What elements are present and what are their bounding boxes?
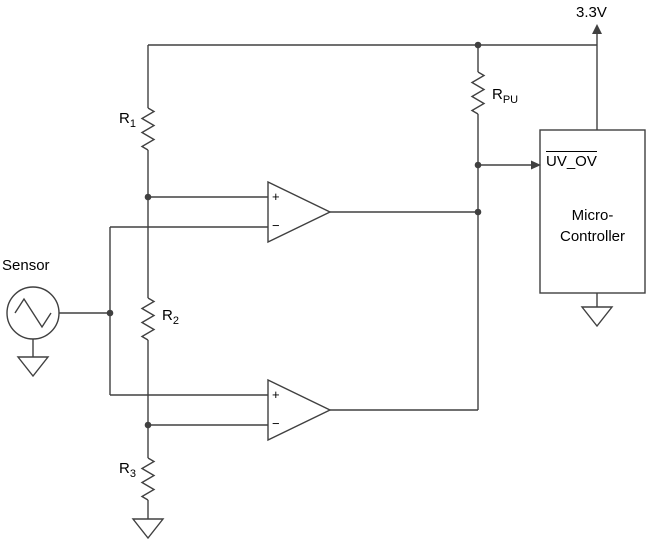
uvov-arrow-icon [531,160,541,170]
microcontroller-label-line2: Controller [559,228,626,245]
microcontroller-label: Micro- Controller [540,205,645,247]
resistor-r3-label: R3 [119,460,136,480]
comparator1-minus-sign: − [272,218,280,233]
ground-symbol-sensor [16,356,50,378]
sensor-label: Sensor [2,257,50,274]
supply-voltage-label: 3.3V [576,4,607,21]
uvov-signal-label: UV_OV [546,151,597,170]
comparator2-minus-sign: − [272,416,280,431]
resistor-rpu-symbol [470,71,486,115]
junction-dot-sensor [106,309,114,317]
comparator1-symbol [267,180,332,244]
junction-dot-rail-rpu [474,41,482,49]
resistor-r3-symbol [140,457,156,501]
resistor-r2-label: R2 [162,307,179,327]
comparator2-plus-sign: + [272,387,280,402]
resistor-r2-symbol [140,297,156,341]
junction-dot-uvov [474,161,482,169]
power-arrow-icon [592,24,602,34]
junction-dot-r1-r2 [144,193,152,201]
wires [32,33,598,519]
junction-dot-comp1-out [474,208,482,216]
sensor-wave-icon [14,297,52,329]
comparator1-plus-sign: + [272,189,280,204]
resistor-r1-symbol [140,107,156,151]
microcontroller-label-line1: Micro- [571,207,614,224]
resistor-r1-label: R1 [119,110,136,130]
comparator2-symbol [267,378,332,442]
resistor-rpu-label: RPU [492,86,519,106]
ground-symbol-micro [580,306,614,328]
ground-symbol-r3 [131,518,165,540]
junction-dot-r2-r3 [144,421,152,429]
microcontroller-box [539,129,646,294]
